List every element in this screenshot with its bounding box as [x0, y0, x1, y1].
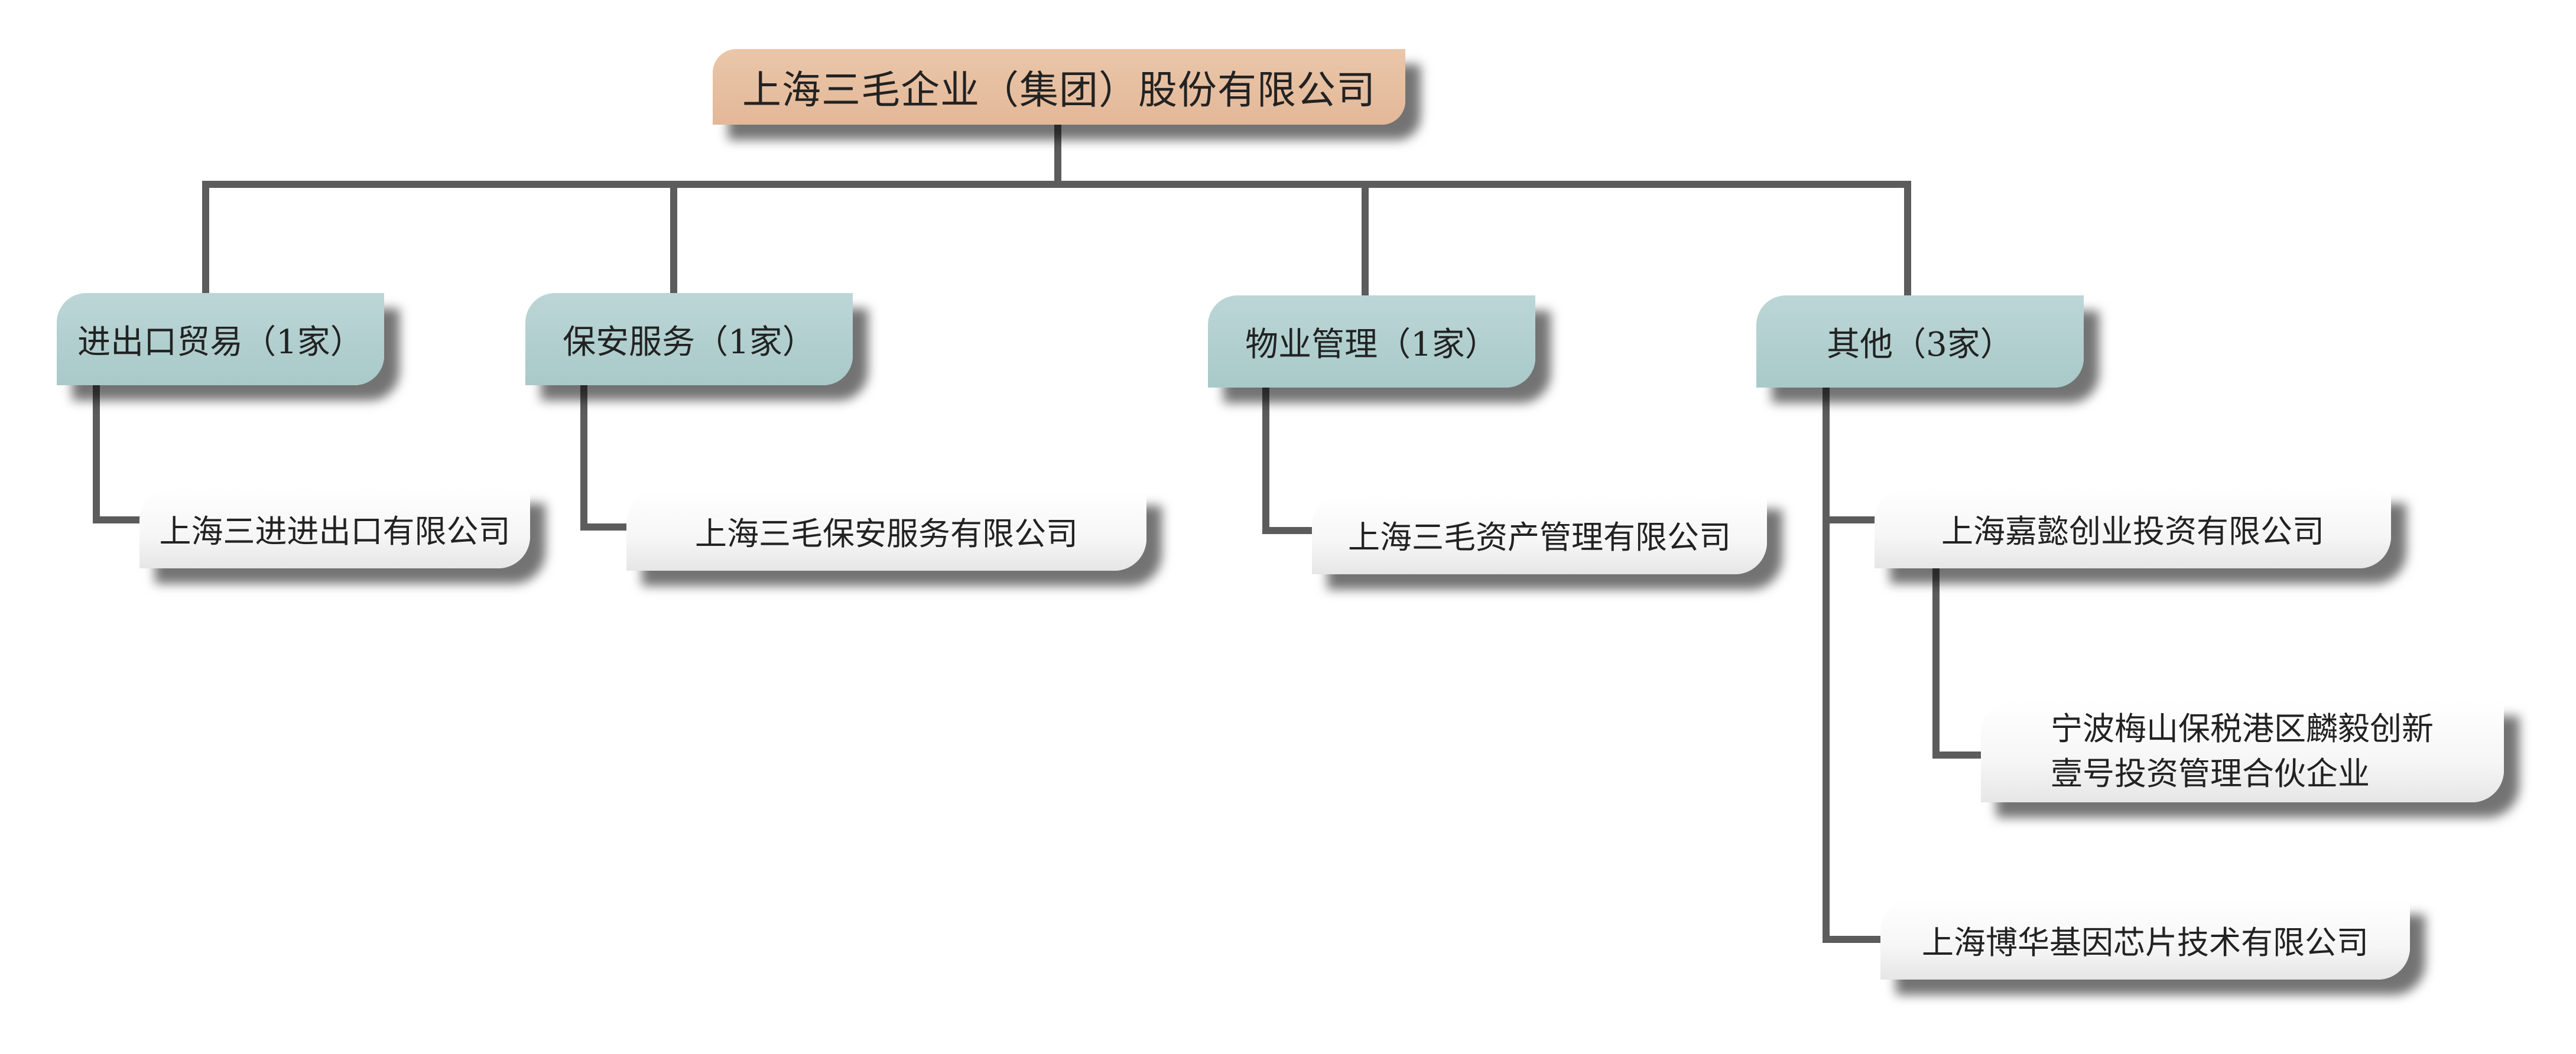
category-label: 保安服务（1家）: [563, 323, 816, 362]
company-label-line-1: 宁波梅山保税港区麟毅创新: [2051, 710, 2434, 747]
company-sanmao-asset-management: 上海三毛资产管理有限公司: [1312, 494, 1767, 574]
connector-jiayi-to-ningbo: [1932, 565, 1984, 759]
company-bohua-gene-chip-technology: 上海博华基因芯片技术有限公司: [1880, 899, 2410, 980]
company-jiayi-venture-investment: 上海嘉懿创业投资有限公司: [1875, 488, 2391, 568]
category-label: 其他（3家）: [1827, 325, 2013, 364]
company-sanmao-security-services: 上海三毛保安服务有限公司: [626, 490, 1146, 571]
category-property-management: 物业管理（1家）: [1208, 295, 1535, 388]
connector-security-to-company: [580, 382, 630, 531]
company-label: 上海博华基因芯片技术有限公司: [1922, 923, 2369, 961]
category-label: 物业管理（1家）: [1245, 325, 1498, 364]
company-ningbo-meishan-linyi-partnership: 宁波梅山保税港区麟毅创新 壹号投资管理合伙企业: [1981, 701, 2504, 802]
company-label-multiline: 宁波梅山保税港区麟毅创新 壹号投资管理合伙企业: [2051, 707, 2434, 796]
company-label: 上海三毛保安服务有限公司: [695, 515, 1078, 552]
company-label-line-2: 壹号投资管理合伙企业: [2051, 755, 2370, 792]
connector-other-trunk: [1823, 384, 1884, 943]
company-label: 上海三进进出口有限公司: [159, 512, 511, 550]
category-other: 其他（3家）: [1756, 295, 2084, 388]
company-sanjin-import-export: 上海三进进出口有限公司: [139, 488, 530, 568]
category-import-export-trade: 进出口贸易（1家）: [57, 293, 384, 385]
company-label: 上海三毛资产管理有限公司: [1348, 518, 1731, 556]
company-label: 上海嘉懿创业投资有限公司: [1941, 512, 2324, 550]
root-node-sanmao-group: 上海三毛企业（集团）股份有限公司: [713, 49, 1405, 125]
root-node-label: 上海三毛企业（集团）股份有限公司: [742, 67, 1376, 113]
connector-trade-to-company: [93, 382, 143, 523]
connector-property-to-company: [1262, 384, 1315, 534]
category-label: 进出口贸易（1家）: [77, 323, 363, 362]
category-security-services: 保安服务（1家）: [525, 293, 853, 385]
